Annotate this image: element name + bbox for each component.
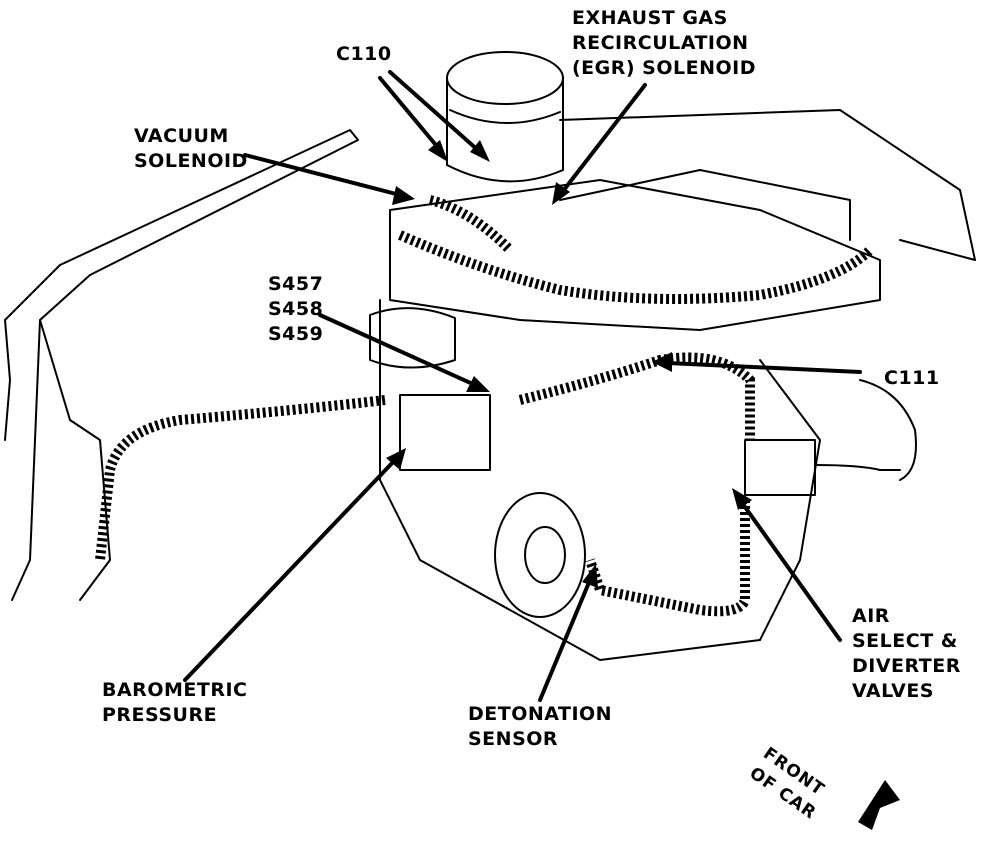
label-vacuum-solenoid: VACUUM SOLENOID — [134, 125, 248, 172]
arrow-air — [738, 498, 842, 642]
arrow-vacuum — [243, 153, 402, 197]
arrow-c110-a — [378, 76, 442, 152]
arrowhead-c110-a — [428, 140, 448, 162]
air-cleaner-ring — [449, 109, 561, 124]
harness-lower — [585, 500, 750, 617]
fender-lower — [39, 319, 111, 601]
harness-top — [397, 230, 874, 304]
label-detonation-sensor: DETONATION SENSOR — [468, 703, 613, 750]
valve-cover — [559, 169, 851, 241]
engine-block — [379, 299, 821, 661]
arrowhead-detonation — [582, 564, 598, 588]
air-cleaner-top — [446, 51, 564, 105]
intake-manifold — [389, 179, 881, 331]
harness-c110 — [428, 195, 514, 254]
air-valve-body — [744, 439, 816, 496]
baro-bracket — [399, 394, 491, 471]
arrow-c110-b — [388, 70, 482, 154]
arrowhead-vacuum — [392, 186, 415, 205]
arrowhead-splices — [466, 376, 490, 392]
front-arrow-icon — [858, 780, 900, 830]
arrowhead-baro — [386, 448, 406, 470]
baro-sensor — [369, 307, 456, 369]
right-hose — [859, 379, 917, 481]
harness-left — [95, 395, 386, 561]
label-c111: C111 — [884, 367, 940, 389]
arrowhead-air — [732, 488, 752, 510]
shroud-outline — [559, 109, 976, 261]
label-c110: C110 — [336, 43, 392, 65]
arrowhead-c110-b — [470, 140, 490, 162]
valve-hose — [814, 464, 901, 471]
arrow-egr — [558, 83, 647, 197]
arrowhead-egr — [552, 182, 570, 205]
arrow-splices — [318, 313, 477, 387]
arrow-baro — [183, 458, 397, 682]
label-egr-solenoid: EXHAUST GAS RECIRCULATION (EGR) SOLENOID — [572, 7, 757, 79]
harness-mid — [518, 352, 755, 440]
fender-outline — [4, 129, 359, 601]
fender-edge — [4, 319, 11, 441]
label-splices: S457 S458 S459 — [268, 273, 324, 345]
label-barometric-pressure: BAROMETRIC PRESSURE — [102, 679, 248, 726]
label-air-select-diverter-valves: AIR SELECT & DIVERTER VALVES — [852, 605, 961, 702]
arrow-detonation — [538, 578, 592, 702]
air-cleaner-body — [446, 77, 564, 183]
arrowhead-c111 — [652, 352, 672, 372]
pulley — [494, 492, 586, 618]
arrow-c111 — [666, 361, 862, 374]
pulley-inner — [524, 526, 566, 584]
